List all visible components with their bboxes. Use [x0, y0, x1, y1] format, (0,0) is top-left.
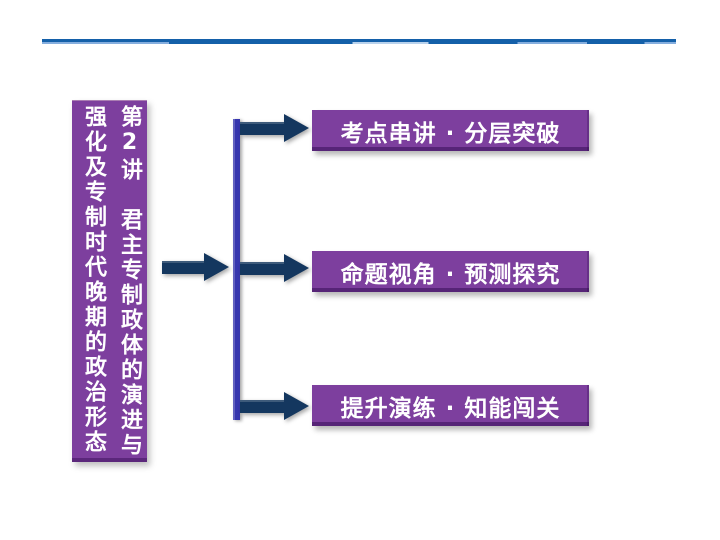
branch-arrow-3 — [240, 392, 309, 420]
nav-button-label: 提升演练 · 知能闯关 — [340, 395, 561, 422]
nav-button-key-points[interactable]: 考点串讲 · 分层突破 — [312, 110, 589, 151]
arrow-shaft — [240, 261, 284, 275]
arrow-head — [204, 253, 229, 281]
branch-arrow-1 — [240, 114, 309, 142]
lecture-title-column-left: 强化及专制时代晚期的政治形态 — [81, 105, 106, 455]
nav-button-practice-challenge[interactable]: 提升演练 · 知能闯关 — [312, 385, 589, 426]
arrow-shaft — [240, 399, 284, 413]
main-arrow — [162, 253, 229, 281]
arrow-shaft — [162, 260, 204, 274]
arrow-shaft — [240, 121, 284, 135]
top-divider-line — [42, 39, 676, 44]
lecture-title-box: 第2讲 君主专制政体的演进与 强化及专制时代晚期的政治形态 — [72, 100, 147, 462]
nav-button-label: 考点串讲 · 分层突破 — [340, 120, 561, 147]
branch-arrow-2 — [240, 254, 309, 282]
nav-button-label: 命题视角 · 预测探究 — [340, 261, 561, 288]
arrow-head — [284, 392, 309, 420]
arrow-head — [284, 114, 309, 142]
bracket-bar — [233, 119, 240, 420]
arrow-head — [284, 254, 309, 282]
lecture-title-column-right: 第2讲 君主专制政体的演进与 — [117, 105, 142, 458]
nav-button-question-perspective[interactable]: 命题视角 · 预测探究 — [312, 251, 589, 292]
